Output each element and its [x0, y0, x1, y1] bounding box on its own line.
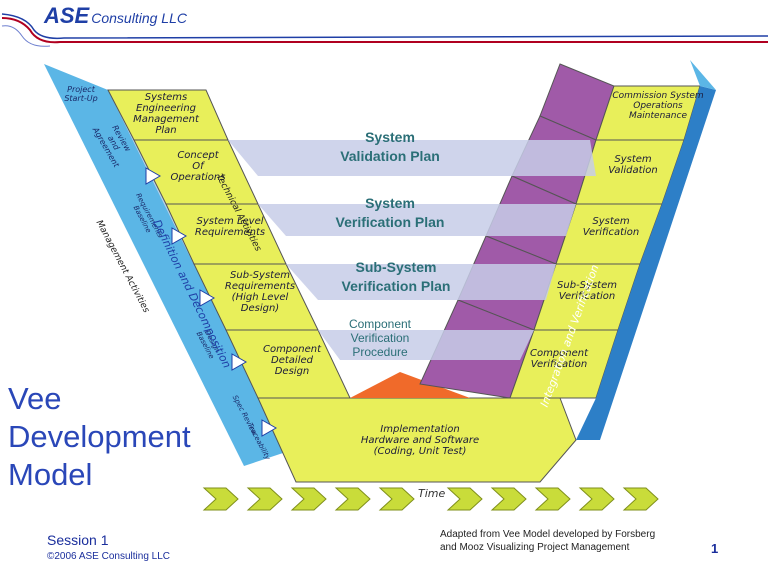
time-chevron	[534, 487, 571, 511]
strip-arrow	[199, 289, 216, 307]
time-chevron	[202, 487, 239, 511]
label-subsystem-verification: Sub-System Verification	[557, 280, 617, 302]
label-system-validation: System Validation	[608, 154, 658, 176]
header-blue-line	[1, 13, 768, 40]
session-label: Session 1	[47, 532, 109, 548]
band-component-procedure	[318, 330, 534, 360]
orange-base	[350, 372, 470, 398]
label-component-design: Component Detailed Design	[262, 344, 322, 377]
logo-consulting: Consulting LLC	[91, 10, 187, 26]
label-system-req: System Level Requirements	[194, 216, 266, 238]
label-time: Time	[418, 487, 446, 500]
time-chevron	[622, 487, 659, 511]
time-arrows	[202, 487, 659, 511]
label-component-procedure: Component Verification Procedure	[348, 317, 412, 359]
strip-arrow	[145, 167, 162, 185]
header-swoosh	[1, 13, 768, 47]
label-sem-plan: Systems Engineering Management Plan	[133, 92, 199, 136]
management-strip	[44, 64, 286, 466]
time-chevron	[490, 487, 527, 511]
label-subsystem-req: Sub-System Requirements (High Level Desi…	[224, 270, 296, 314]
right-strip-top	[690, 60, 716, 90]
copyright-label: ©2006 ASE Consulting LLC	[47, 551, 171, 562]
strip-arrow	[171, 227, 188, 245]
page-number: 1	[711, 541, 719, 556]
band-verification-plan	[258, 204, 576, 236]
label-component-verification: Component Verification	[529, 348, 589, 370]
label-validation-plan: System Validation Plan	[340, 129, 440, 164]
label-system-verification: System Verification	[582, 216, 640, 238]
band-subsystem-plan	[286, 264, 556, 300]
time-chevron	[378, 487, 415, 511]
strip-arrows	[145, 167, 278, 437]
time-chevron	[334, 487, 371, 511]
time-chevron	[446, 487, 483, 511]
integration-strip	[576, 86, 716, 440]
label-commission: Commission System Operations Maintenance	[612, 91, 704, 121]
header-thin-line	[1, 25, 51, 47]
label-verification-plan: System Verification Plan	[335, 195, 445, 230]
time-chevron	[290, 487, 327, 511]
label-concept-ops: Concept Of Operations	[170, 150, 226, 183]
band-validation-plan	[228, 140, 596, 176]
time-chevron	[578, 487, 615, 511]
header-red-line	[1, 17, 768, 44]
logo-ase: ASE	[44, 3, 90, 28]
time-chevron	[246, 487, 283, 511]
label-implementation: Implementation Hardware and Software (Co…	[360, 424, 480, 457]
label-subsystem-plan: Sub-System Verification Plan	[341, 259, 451, 294]
vee-diagram	[44, 60, 716, 511]
strip-arrow	[231, 353, 248, 371]
strip-arrow	[261, 419, 278, 437]
credit-note: Adapted from Vee Model developed by Fors…	[440, 529, 656, 553]
slide-title: Vee Development Model	[8, 381, 191, 492]
label-project-startup: Project Start-Up	[64, 85, 98, 103]
